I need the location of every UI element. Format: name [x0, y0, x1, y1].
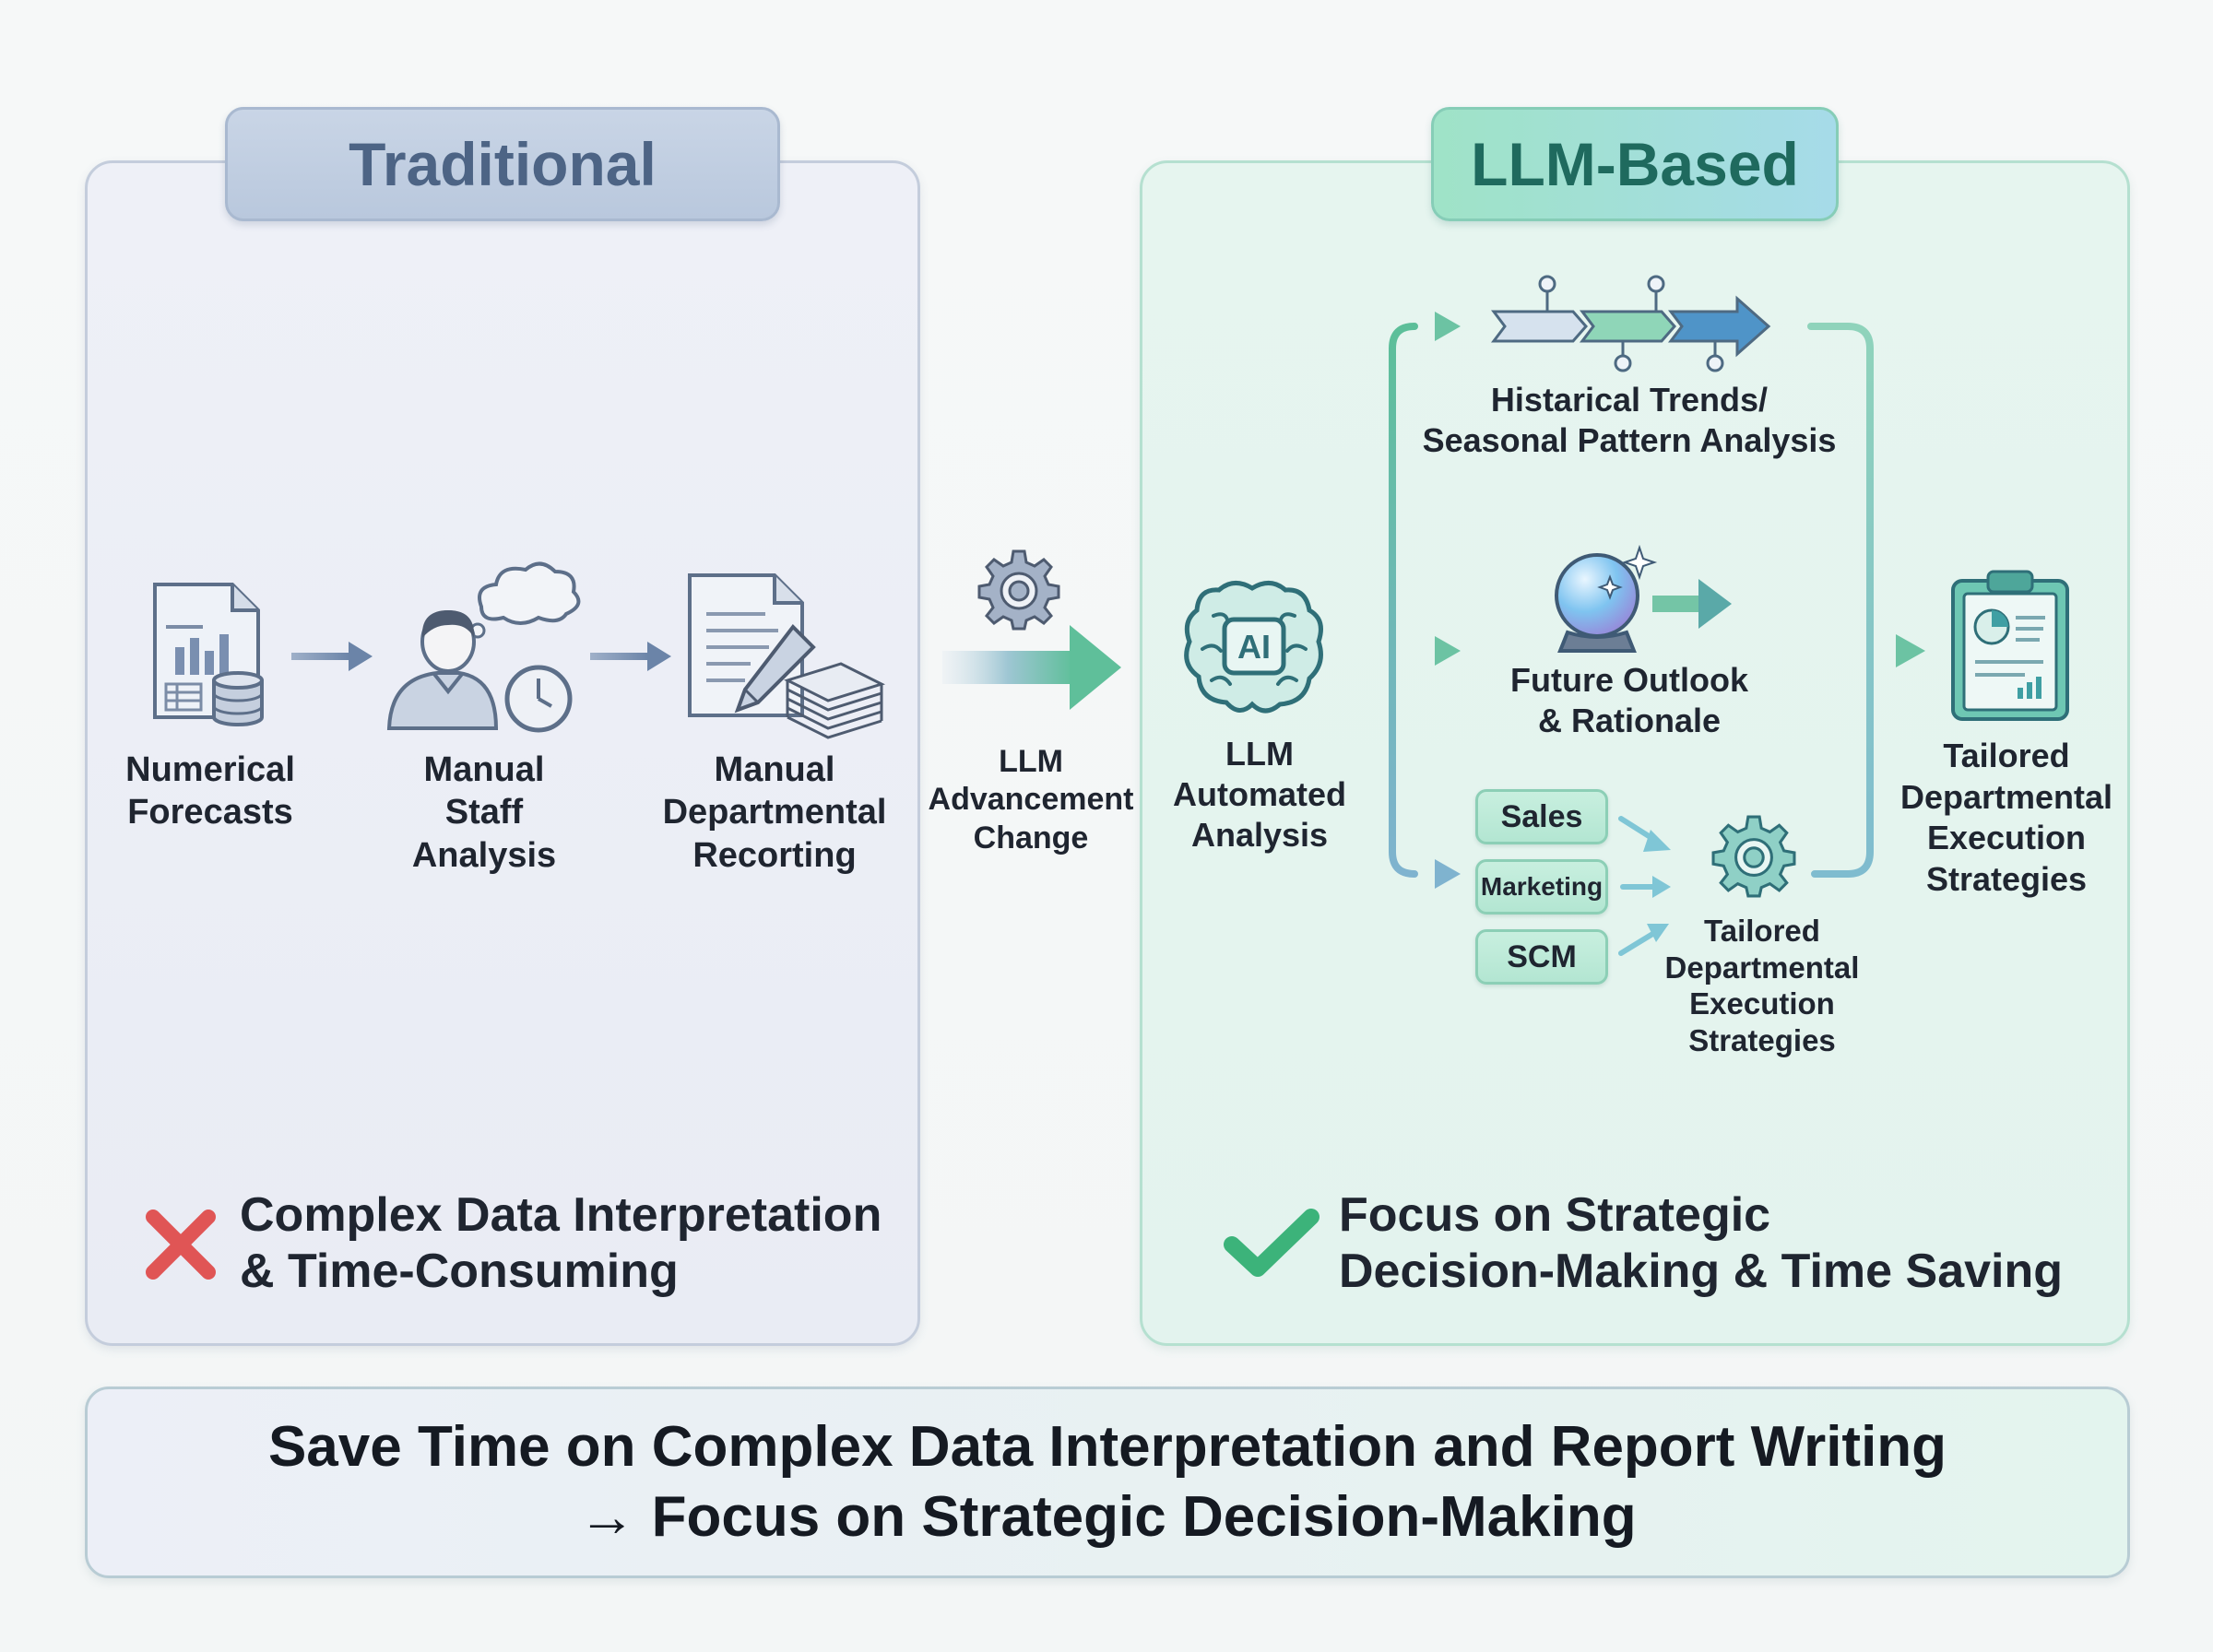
llm-panel	[1140, 160, 2130, 1346]
banner-line-1: Save Time on Complex Data Interpretation…	[267, 1415, 1947, 1480]
dept-sales: Sales	[1475, 789, 1608, 844]
timeline-trend-icon	[1491, 275, 1771, 372]
document-pen-stack-icon	[688, 573, 886, 739]
dept-strategies-label: Tailored Departmental Execution Strategi…	[1664, 914, 1860, 1057]
checkmark-icon	[1224, 1209, 1320, 1277]
dept-scm: SCM	[1475, 929, 1608, 985]
output-strategies-label: Tailored Departmental Execution Strategi…	[1899, 737, 2113, 898]
clipboard-report-icon	[1951, 570, 2069, 721]
banner-line-2: → Focus on Strategic Decision-Making	[578, 1485, 1637, 1549]
transition-arrow	[942, 625, 1121, 710]
clock-icon	[504, 665, 573, 733]
transition-label: LLM Advancement Change	[928, 744, 1134, 856]
dept-gear-icon	[1711, 815, 1796, 898]
person-thinking-clock-icon	[386, 561, 581, 733]
arrow-trad-2	[590, 642, 671, 671]
ai-chip-label: AI	[1237, 628, 1271, 666]
spreadsheet-database-icon	[153, 583, 264, 726]
cross-icon	[146, 1210, 216, 1280]
llm-automated-analysis: LLM Automated Analysis	[1173, 735, 1346, 854]
gear-icon	[977, 549, 1060, 631]
traditional-conclusion: Complex Data Interpretation & Time-Consu…	[240, 1188, 882, 1298]
traditional-title: Traditional	[225, 107, 780, 221]
step-manual-staff-analysis: Manual Staff Analysis	[411, 750, 557, 875]
future-outlook-label: Future Outlook & Rationale	[1510, 661, 1748, 739]
summary-banner: Save Time on Complex Data Interpretation…	[85, 1386, 2130, 1578]
step-manual-departmental-recording: Manual Departmental Recorting	[662, 750, 887, 875]
llm-conclusion: Focus on Strategic Decision-Making & Tim…	[1339, 1188, 2064, 1298]
crystal-ball-icon	[1555, 544, 1658, 653]
ai-brain-icon: AI	[1184, 581, 1323, 714]
arrow-trad-1	[291, 642, 373, 671]
dept-marketing: Marketing	[1475, 859, 1608, 914]
traditional-panel	[85, 160, 920, 1346]
llm-title: LLM-Based	[1431, 107, 1839, 221]
step-numerical-forecasts: Numerical Forecasts	[125, 750, 295, 832]
historical-trends-label: Histarical Trends/ Seasonal Pattern Anal…	[1422, 381, 1837, 459]
